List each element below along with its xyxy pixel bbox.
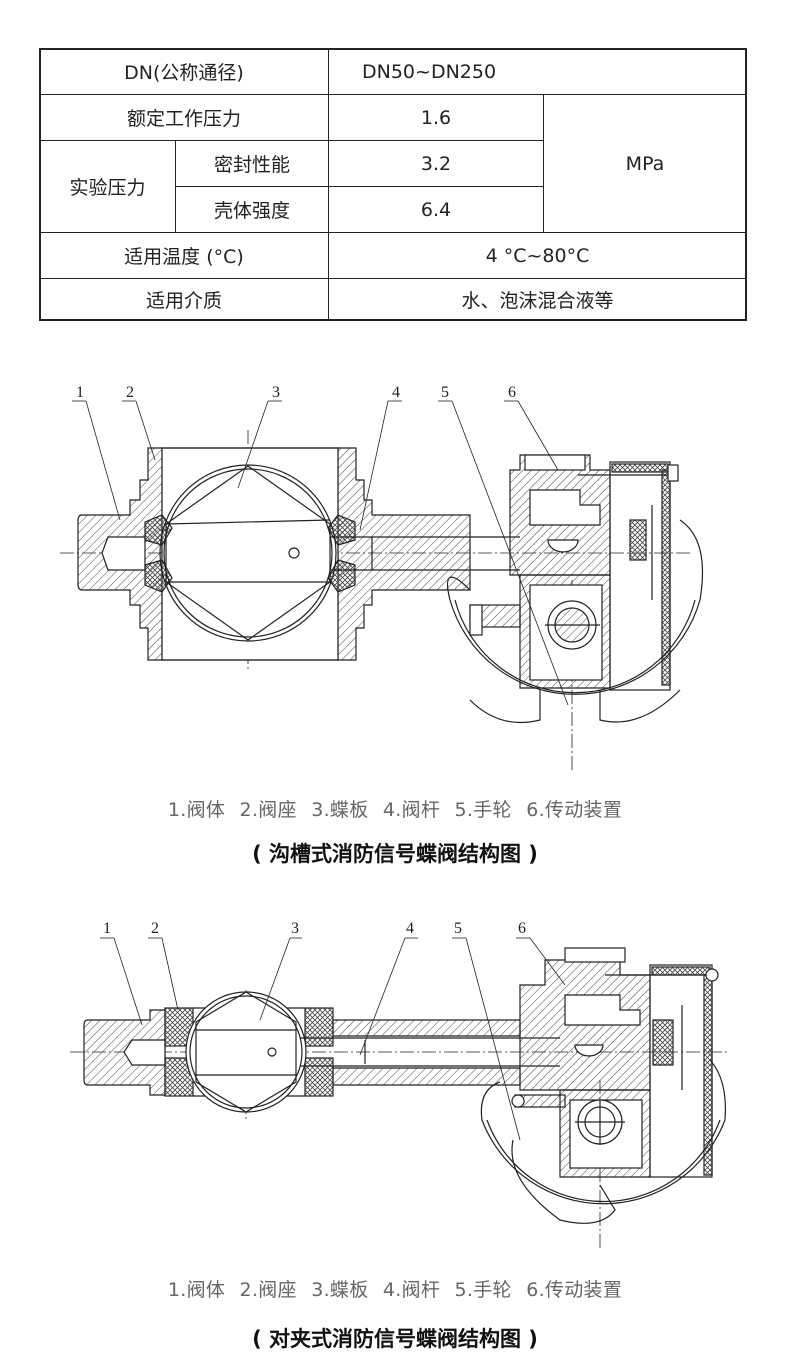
wafer-valve-diagram: 1 2 3 4 5 6 [0,905,790,1265]
row-test-pressure-label: 实验压力 [39,140,176,233]
butterfly-disc-outline [159,464,337,642]
row-temperature-value: 4 °C~80°C [328,232,747,279]
row-temperature-label: 适用温度 (°C) [39,232,329,279]
indicator-box [609,461,671,691]
legend-item: 3.蝶板 [311,799,369,821]
spec-table: DN(公称通径) DN50~DN250 额定工作压力 1.6 MPa 实验压力 … [39,48,747,321]
indicator-box [649,964,713,1178]
part-label-1: 1 [76,384,84,401]
part-label-3: 3 [291,920,299,937]
legend-item: 5.手轮 [454,1279,512,1301]
grooved-valve-drawing: 1 2 3 4 5 6 [60,384,704,770]
part-label-2: 2 [126,384,134,401]
row-rated-pressure-value: 1.6 [328,94,544,141]
row-medium-value: 水、泡沫混合液等 [328,278,747,321]
legend-item: 1.阀体 [167,799,226,821]
valve-seat-right [304,1007,334,1047]
legend-item: 2.阀座 [239,1279,297,1301]
pressure-unit-cell: MPa [543,94,747,233]
legend-item: 4.阀杆 [382,1279,441,1301]
legend-item: 4.阀杆 [382,799,441,821]
part-label-1: 1 [103,920,111,937]
legend-item: 6.传动装置 [526,1279,623,1301]
row-seal-value: 3.2 [328,140,544,187]
part-label-5: 5 [454,920,462,937]
leader-lines [72,400,569,706]
grooved-valve-diagram: 1 2 3 4 5 6 [0,370,790,780]
wafer-legend: 1.阀体 2.阀座 3.蝶板 4.阀杆 5.手轮 6.传动装置 [0,1275,790,1302]
part-label-3: 3 [272,384,280,401]
valve-body-right [337,447,471,661]
leader-lines [100,937,566,1141]
handwheel-rim [481,1119,726,1205]
part-label-4: 4 [392,384,400,401]
grooved-legend: 1.阀体 2.阀座 3.蝶板 4.阀杆 5.手轮 6.传动装置 [0,795,790,822]
part-label-6: 6 [518,920,526,937]
row-dn-label: DN(公称通径) [39,48,329,95]
part-label-6: 6 [508,384,516,401]
row-medium-label: 适用介质 [39,278,329,321]
part-label-5: 5 [441,384,449,401]
butterfly-disc [195,991,297,1113]
wafer-caption: ( 对夹式消防信号蝶阀结构图 ) [252,1327,538,1351]
part-label-4: 4 [406,920,414,937]
legend-item: 5.手轮 [454,799,512,821]
handwheel-rim [449,599,701,695]
grooved-caption: ( 沟槽式消防信号蝶阀结构图 ) [252,842,538,866]
row-shell-value: 6.4 [328,186,544,233]
legend-item: 3.蝶板 [311,1279,369,1301]
legend-item: 6.传动装置 [526,799,623,821]
wafer-valve-drawing: 1 2 3 4 5 6 [70,920,730,1250]
row-dn-value: DN50~DN250 [328,48,747,95]
legend-item: 1.阀体 [167,1279,226,1301]
row-seal-label: 密封性能 [175,140,329,187]
legend-item: 2.阀座 [239,799,297,821]
row-shell-label: 壳体强度 [175,186,329,233]
part-label-2: 2 [151,920,159,937]
butterfly-disc-outline [185,991,307,1113]
row-rated-pressure-label: 额定工作压力 [39,94,329,141]
